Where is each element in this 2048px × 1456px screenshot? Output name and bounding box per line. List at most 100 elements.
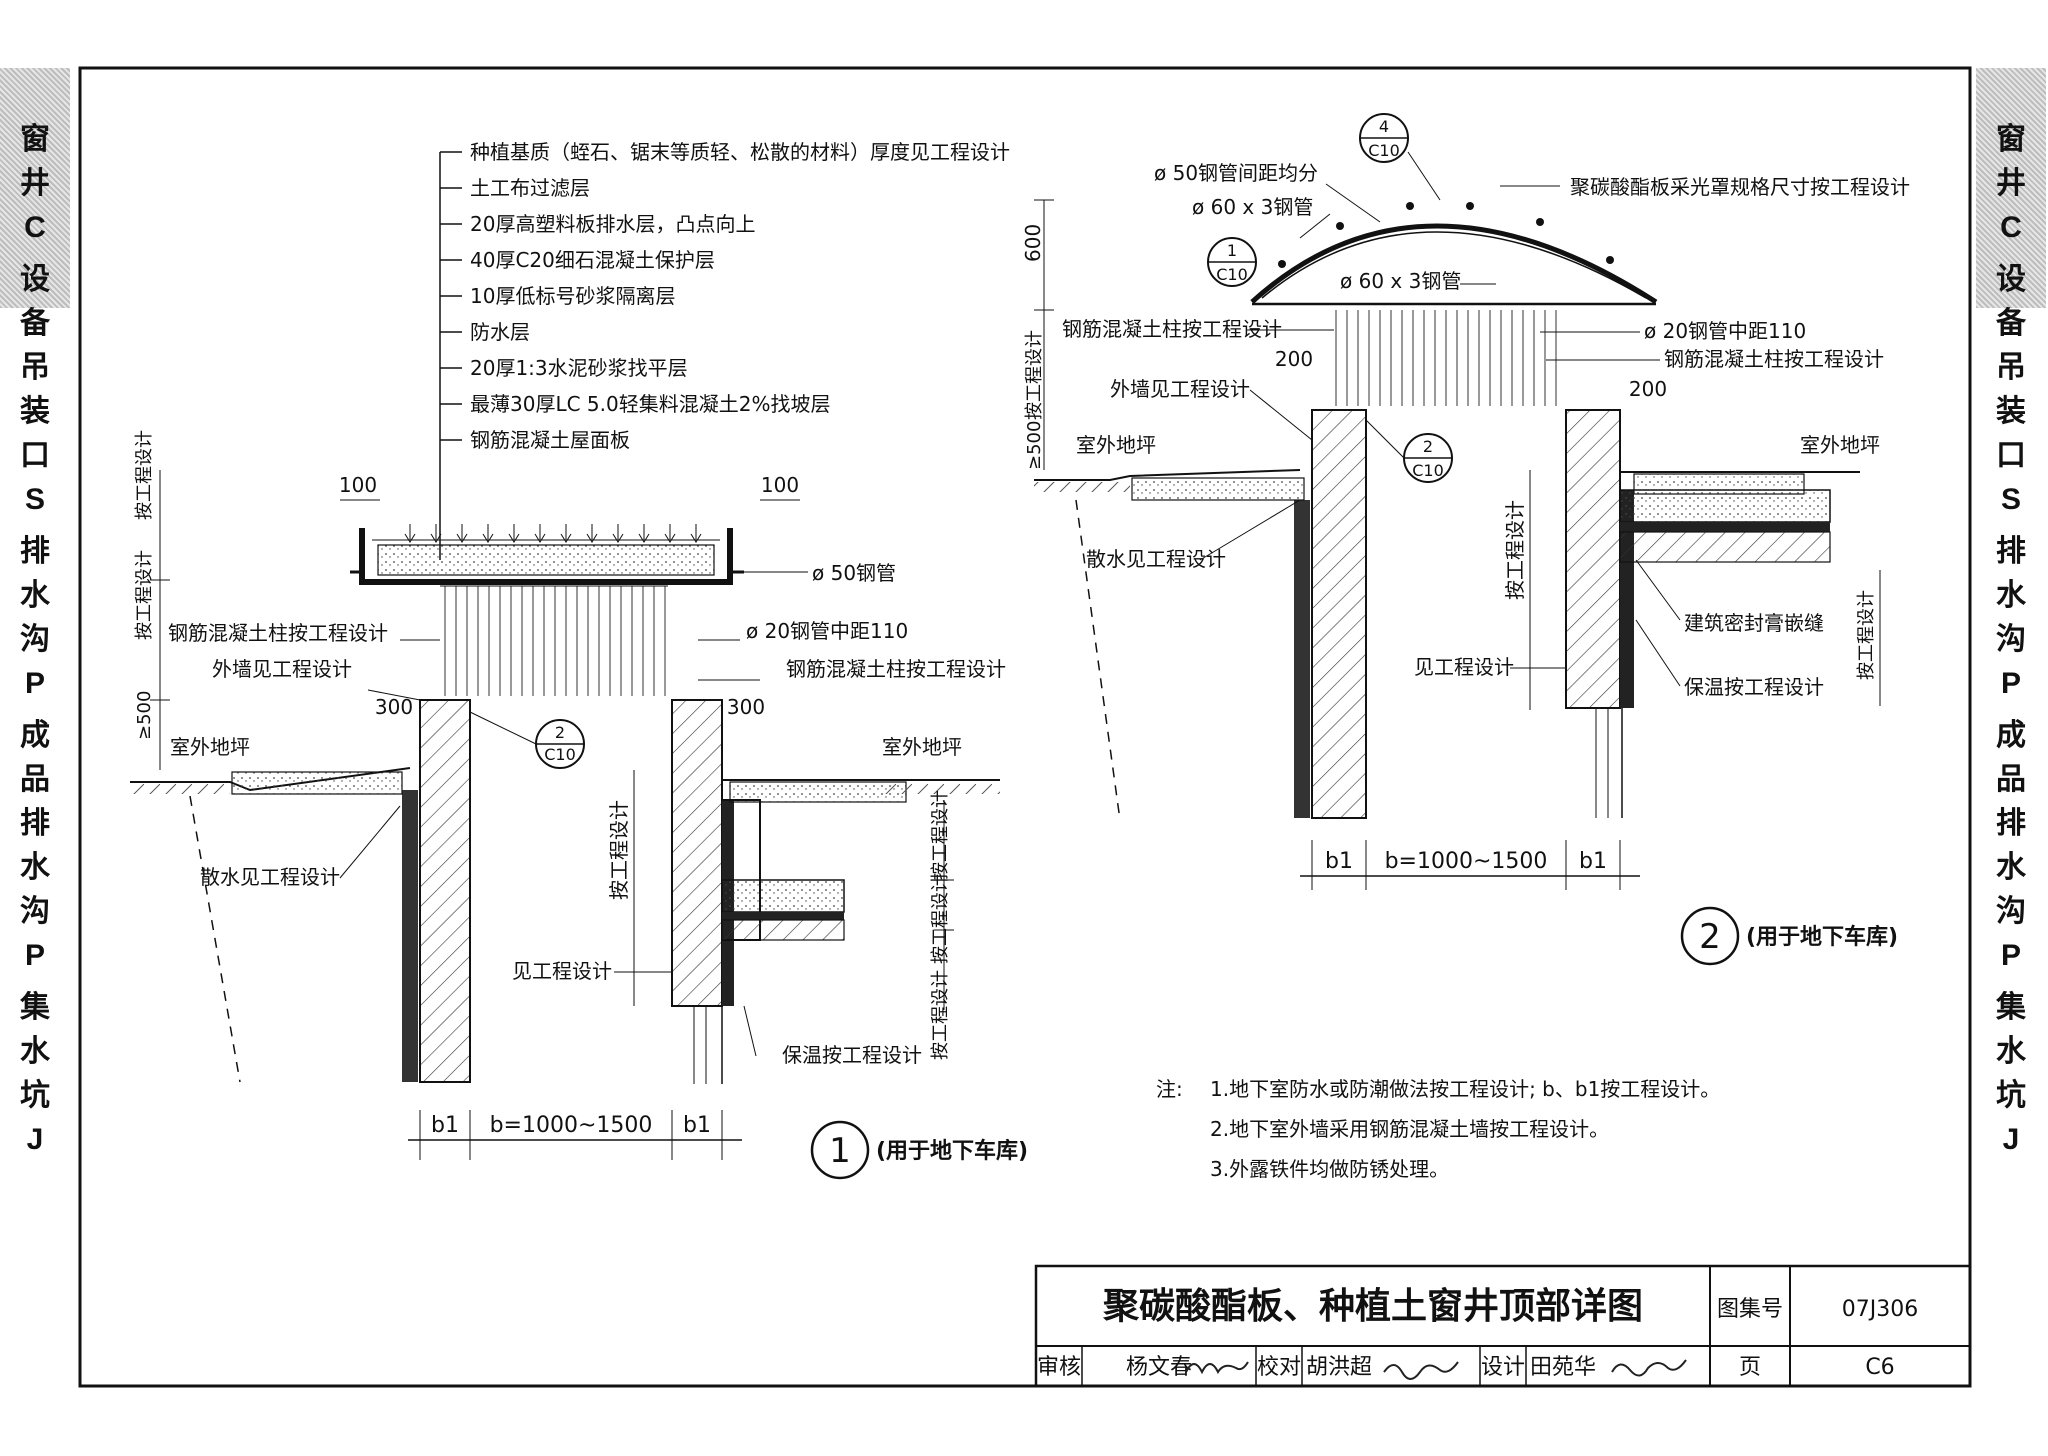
detail-1 <box>130 151 1000 1180</box>
vert-dim-label: 按工程设计 <box>1856 590 1877 680</box>
signature-marks <box>1185 1359 1687 1380</box>
left-tab-char: J <box>26 1123 44 1156</box>
dim-100-left: 100 <box>339 473 377 497</box>
right-tab-char: P <box>2000 939 2021 972</box>
check-label: 校对 <box>1257 1355 1301 1380</box>
pipe-60-label: ø 60 x 3钢管 <box>1340 269 1461 293</box>
dim-b1-right: b1 <box>683 1113 711 1138</box>
layer-label: 10厚低标号砂浆隔离层 <box>470 284 675 308</box>
left-tab-char: 水 <box>20 850 50 885</box>
vert-dim-label: ≥500 <box>134 691 155 740</box>
note-item: 2.地下室外墙采用钢筋混凝土墙按工程设计。 <box>1210 1117 1609 1141</box>
layer-label: 最薄30厚LC 5.0轻集料混凝土2%找坡层 <box>470 392 830 416</box>
outdoor-right-label: 室外地坪 <box>1800 433 1880 457</box>
vert-dim-label: 按工程设计 <box>930 790 951 880</box>
review-label: 审核 <box>1037 1355 1081 1380</box>
right-tab-char: 排 <box>1996 534 2026 569</box>
bubble-bottom: C10 <box>1412 461 1444 480</box>
layer-label: 20厚高塑料板排水层，凸点向上 <box>470 212 755 236</box>
dim-300-right: 300 <box>727 695 765 719</box>
detail-2 <box>1034 113 1881 966</box>
left-tab-char: 水 <box>20 578 50 613</box>
left-tab-char: C <box>24 211 46 244</box>
drawing-title: 聚碳酸酯板、种植土窗井顶部详图 <box>1102 1286 1643 1327</box>
left-tab-char: 备 <box>20 306 50 341</box>
pipe-spacing-label: ø 50钢管间距均分 <box>1154 161 1318 185</box>
caption-text: (用于地下车库) <box>1746 924 1898 950</box>
left-tab-char: 品 <box>20 762 50 797</box>
design-label: 设计 <box>1481 1355 1525 1380</box>
page-number: C6 <box>1865 1355 1894 1380</box>
pipe-60-label: ø 60 x 3钢管 <box>1192 195 1313 219</box>
design-name: 田苑华 <box>1530 1355 1596 1380</box>
left-tab-char: 坑 <box>20 1078 50 1113</box>
right-tab-hatch <box>1976 68 2046 308</box>
layer-label: 20厚1:3水泥砂浆找平层 <box>470 356 688 380</box>
left-tab-char: 井 <box>20 166 50 201</box>
outdoor-left-label: 室外地坪 <box>170 735 250 759</box>
right-tab-char: 设 <box>1996 262 2026 297</box>
right-tab-char: 品 <box>1996 762 2026 797</box>
bubble-top: 1 <box>1227 241 1237 260</box>
dim-b: b=1000~1500 <box>490 1113 653 1138</box>
right-tab-char: 排 <box>1996 806 2026 841</box>
atlas-label: 图集号 <box>1717 1297 1783 1322</box>
right-tab-char: 坑 <box>1996 1078 2026 1113</box>
caption-number: 2 <box>1699 917 1721 957</box>
page-label: 页 <box>1739 1355 1761 1380</box>
right-tab-char: 集 <box>1996 990 2026 1025</box>
left-tab-char: 排 <box>20 534 50 569</box>
outer-frame <box>78 66 1972 1388</box>
bubble-top: 4 <box>1379 117 1389 136</box>
atlas-number: 07J306 <box>1842 1297 1918 1322</box>
pc-cover-label: 聚碳酸酯板采光罩规格尺寸按工程设计 <box>1570 175 1910 199</box>
ext-wall-label: 外墙见工程设计 <box>1110 377 1250 401</box>
left-tab-char: 集 <box>20 990 50 1025</box>
note-item: 1.地下室防水或防潮做法按工程设计; b、b1按工程设计。 <box>1210 1077 1720 1101</box>
outdoor-left-label: 室外地坪 <box>1076 433 1156 457</box>
vert-dim-label: 按工程设计 <box>1024 330 1045 420</box>
bubble-top: 2 <box>1423 437 1433 456</box>
dim-300-left: 300 <box>375 695 413 719</box>
right-tab-char: C <box>2000 211 2022 244</box>
right-tab-char: 水 <box>1996 578 2026 613</box>
vert-dim-label: ≥500 <box>1024 421 1045 470</box>
ext-wall-label: 外墙见工程设计 <box>212 657 352 681</box>
left-tab-hatch <box>0 68 70 308</box>
sealant-label: 建筑密封膏嵌缝 <box>1684 611 1824 635</box>
note-item: 3.外露铁件均做防锈处理。 <box>1210 1157 1449 1181</box>
left-tab-char: 成 <box>20 718 50 753</box>
right-tab-char: 备 <box>1996 306 2026 341</box>
dim-b: b=1000~1500 <box>1385 849 1548 874</box>
see-design-label: 见工程设计 <box>512 959 612 983</box>
dim-600: 600 <box>1021 224 1045 262</box>
right-tab-char: 窗 <box>1996 122 2026 157</box>
dim-b1-left: b1 <box>431 1113 459 1138</box>
left-tab-char: 装 <box>20 394 50 429</box>
right-tab-char: P <box>2000 667 2021 700</box>
dim-b1-right: b1 <box>1579 849 1607 874</box>
left-tab-char: 窗 <box>20 122 50 157</box>
left-tab-char: 排 <box>20 806 50 841</box>
check-name: 胡洪超 <box>1306 1355 1372 1380</box>
right-tab-char: 水 <box>1996 850 2026 885</box>
right-tab-char: 装 <box>1996 394 2026 429</box>
left-tab-char: P <box>24 667 45 700</box>
dim-200-right: 200 <box>1629 377 1667 401</box>
right-tab-char: S <box>2000 483 2021 516</box>
notes-label: 注: <box>1156 1077 1183 1101</box>
vert-dim-label: 按工程设计 <box>607 800 631 900</box>
bubble-bottom: C10 <box>1368 141 1400 160</box>
layer-label: 40厚C20细石混凝土保护层 <box>470 248 715 272</box>
title-block-lines <box>1034 1264 1972 1388</box>
right-tab-char: 沟 <box>1996 894 2026 929</box>
right-tab-char: 吊 <box>1996 350 2026 385</box>
dim-200-left: 200 <box>1275 347 1313 371</box>
left-tab-char: S <box>24 483 45 516</box>
layer-label: 土工布过滤层 <box>470 176 590 200</box>
insulation-label: 保温按工程设计 <box>1684 675 1824 699</box>
